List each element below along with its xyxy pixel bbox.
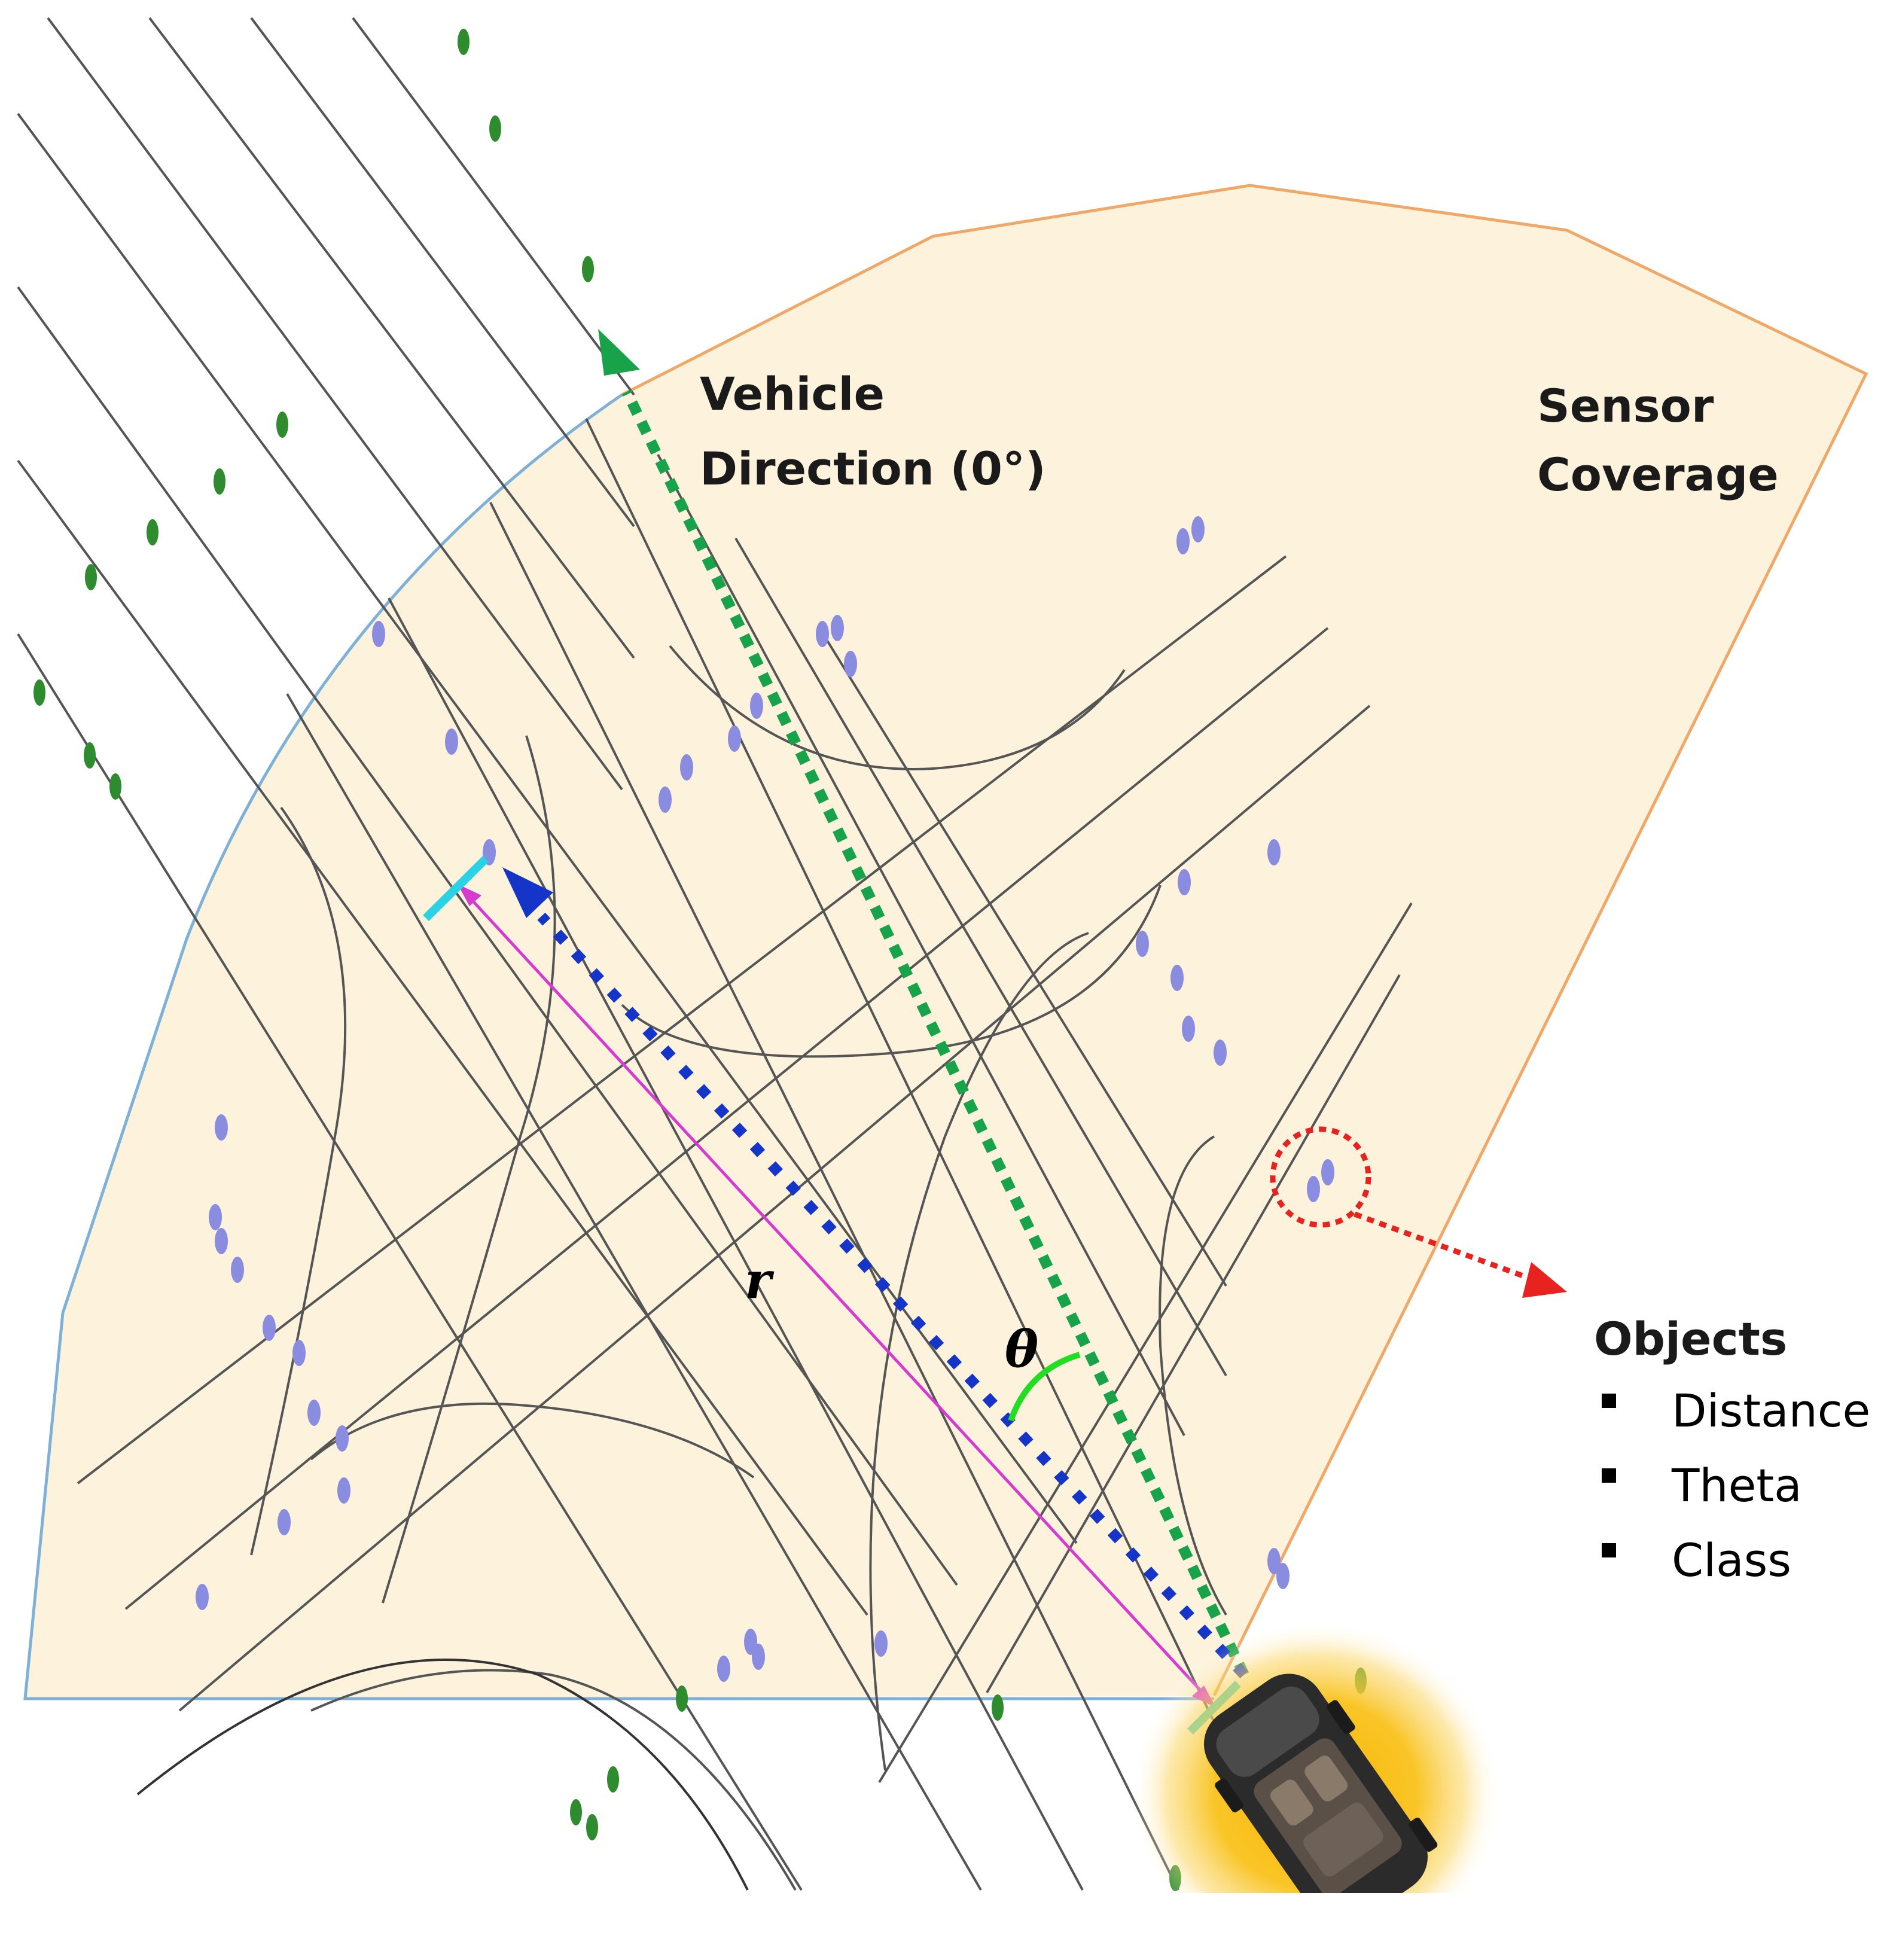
- bottom-margin: [0, 1893, 1890, 1960]
- distance-symbol: r: [745, 1251, 775, 1310]
- legend-item-theta: Theta: [1671, 1459, 1802, 1512]
- coverage-fill: [25, 185, 1866, 1699]
- angle-arc: [1008, 1352, 1081, 1422]
- legend-bullet: [1602, 1394, 1616, 1408]
- angle-symbol: θ: [1005, 1319, 1038, 1379]
- highlight-pointer-arrowhead: [1522, 1262, 1567, 1298]
- road-lines: [17, 17, 1413, 1891]
- vehicle-direction-label-line1: Vehicle: [700, 367, 885, 420]
- legend-bullet: [1602, 1543, 1616, 1557]
- legend-item-distance: Distance: [1672, 1384, 1870, 1437]
- object-vector-arrowhead: [502, 867, 553, 918]
- sensor-coverage-label-line1: Sensor: [1537, 379, 1714, 432]
- object-vector-arrow: [502, 867, 1248, 1679]
- vehicle-direction-arrowhead: [598, 329, 640, 376]
- legend-bullet: [1602, 1468, 1616, 1483]
- object-endpoint-marker: [423, 856, 489, 921]
- legend-item-class: Class: [1672, 1534, 1791, 1587]
- car: [1130, 1621, 1501, 1960]
- sensor-coverage-region: [23, 184, 1868, 1700]
- vehicle-direction-label-line2: Direction (0°): [700, 442, 1046, 495]
- vehicle-direction-line: [621, 389, 1249, 1677]
- car-icon: [1204, 1674, 1438, 1930]
- object-highlight: [1270, 1126, 1567, 1298]
- sensor-coverage-label-line2: Coverage: [1537, 448, 1779, 501]
- coverage-edge-top: [621, 184, 1868, 1697]
- objects-legend-title: Objects: [1594, 1312, 1787, 1365]
- highlight-pointer-line: [1354, 1211, 1535, 1283]
- objects-legend: Objects Distance Theta Class: [1594, 1312, 1870, 1587]
- coverage-edge-left: [23, 393, 1214, 1700]
- vehicle-direction-arrow: [598, 329, 1249, 1677]
- highlight-circle: [1270, 1126, 1371, 1228]
- object-markers: [196, 516, 1334, 1682]
